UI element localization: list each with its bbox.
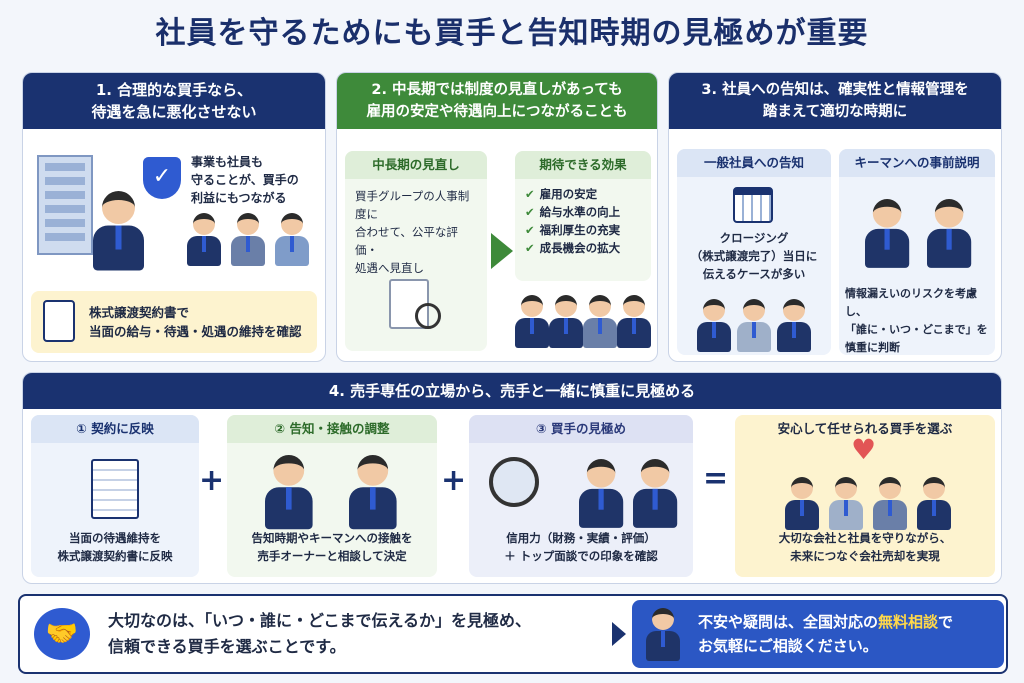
employee-figure <box>917 477 951 530</box>
benefit-bubble: 事業も社員も 守ることが、買手の 利益にもつながる <box>191 155 299 205</box>
employee-figure <box>515 295 549 348</box>
choose-buyer-box: 安心して任せられる買手を選ぶ ♥ 大切な会社と社員を守りながら、 未来につなぐ会… <box>735 415 995 577</box>
check-icon: ✔ <box>525 187 535 201</box>
keyman-briefing-box: キーマンへの事前説明 情報漏えいのリスクを考慮し、 「誰に・いつ・どこまで」を … <box>839 149 995 355</box>
magnifier-building-icon <box>489 457 539 507</box>
consultation-cta[interactable]: 不安や疑問は、全国対応の無料相談で お気軽にご相談ください。 <box>632 600 1004 668</box>
handshake-icon: 🤝 <box>34 608 90 660</box>
step-buyer-check-box: ③ 買手の見極め 信用力（財務・実績・評価） ＋ トップ面談での印象を確認 <box>469 415 693 577</box>
expected-effects-box: 期待できる効果 ✔雇用の安定 ✔給与水準の向上 ✔福利厚生の充実 ✔成長機会の拡… <box>515 151 651 281</box>
advisor-figure <box>349 455 397 530</box>
plus-sign: + <box>199 463 225 498</box>
check-icon: ✔ <box>525 205 535 219</box>
panel-2-header: 2. 中長期では制度の見直しがあっても 雇用の安定や待遇向上につながることも <box>337 73 657 129</box>
panel-1-header: 1. 合理的な買手なら、 待遇を急に悪化させない <box>23 73 325 129</box>
chevron-right-icon <box>612 622 626 646</box>
building-icon <box>37 155 93 255</box>
employee-figure <box>275 213 309 266</box>
buyer-figure <box>579 459 624 528</box>
magnifier-icon <box>415 303 441 329</box>
employee-figure <box>785 477 819 530</box>
employee-figure <box>697 299 731 352</box>
employee-figure <box>549 295 583 348</box>
employee-figure <box>737 299 771 352</box>
page-title: 社員を守るためにも買手と告知時期の見極めが重要 <box>155 16 869 51</box>
employee-figure <box>617 295 651 348</box>
advisor-figure <box>927 199 972 268</box>
step-contract-box: ① 契約に反映 当面の待遇維持を 株式譲渡契約書に反映 <box>31 415 199 577</box>
employee-figure <box>777 299 811 352</box>
step-notice-box: ② 告知・接触の調整 告知時期やキーマンへの接触を 売手オーナーと相談して決定 <box>227 415 437 577</box>
arrow-right-icon <box>491 233 513 269</box>
plus-sign: + <box>441 463 467 498</box>
contract-document-icon <box>91 459 139 519</box>
keyman-figure <box>865 199 910 268</box>
free-consultation-highlight: 無料相談 <box>878 613 939 631</box>
panel-3: 3. 社員への告知は、確実性と情報管理を 踏まえて適切な時期に 一般社員への告知… <box>668 72 1002 362</box>
heart-icon: ♥ <box>851 433 877 466</box>
owner-figure <box>265 455 313 530</box>
panel-2: 2. 中長期では制度の見直しがあっても 雇用の安定や待遇向上につながることも 中… <box>336 72 658 362</box>
manager-figure <box>93 191 144 271</box>
general-notice-box: 一般社員への告知 クロージング （株式譲渡完了）当日に 伝えるケースが多い <box>677 149 831 355</box>
employee-figure <box>231 213 265 266</box>
panel-4: 4. 売手専任の立場から、売手と一緒に慎重に見極める ① 契約に反映 当面の待遇… <box>22 372 1002 584</box>
panel-3-header: 3. 社員への告知は、確実性と情報管理を 踏まえて適切な時期に <box>669 73 1001 129</box>
shield-icon: ✓ <box>143 157 181 199</box>
employee-figure <box>583 295 617 348</box>
check-icon: ✔ <box>525 241 535 255</box>
calendar-icon <box>733 187 773 223</box>
buyer-figure <box>633 459 678 528</box>
contract-note: 株式譲渡契約書で 当面の給与・待遇・処遇の維持を確認 <box>31 291 317 353</box>
clipboard-icon <box>43 300 75 342</box>
midterm-review-box: 中長期の見直し 買手グループの人事制度に 合わせて、公平な評価・ 処遇へ見直し <box>345 151 487 351</box>
key-message-bar: 🤝 大切なのは、「いつ・誰に・どこまで伝えるか」を見極め、 信頼できる買手を選ぶ… <box>18 594 1008 674</box>
panel-4-header: 4. 売手専任の立場から、売手と一緒に慎重に見極める <box>23 373 1001 409</box>
employee-figure <box>187 213 221 266</box>
advisor-headset-figure <box>646 608 680 661</box>
equals-sign: = <box>703 461 729 496</box>
employee-figure <box>873 477 907 530</box>
check-icon: ✔ <box>525 223 535 237</box>
panel-1: 1. 合理的な買手なら、 待遇を急に悪化させない ✓ 事業も社員も 守ることが、… <box>22 72 326 362</box>
employee-figure <box>829 477 863 530</box>
